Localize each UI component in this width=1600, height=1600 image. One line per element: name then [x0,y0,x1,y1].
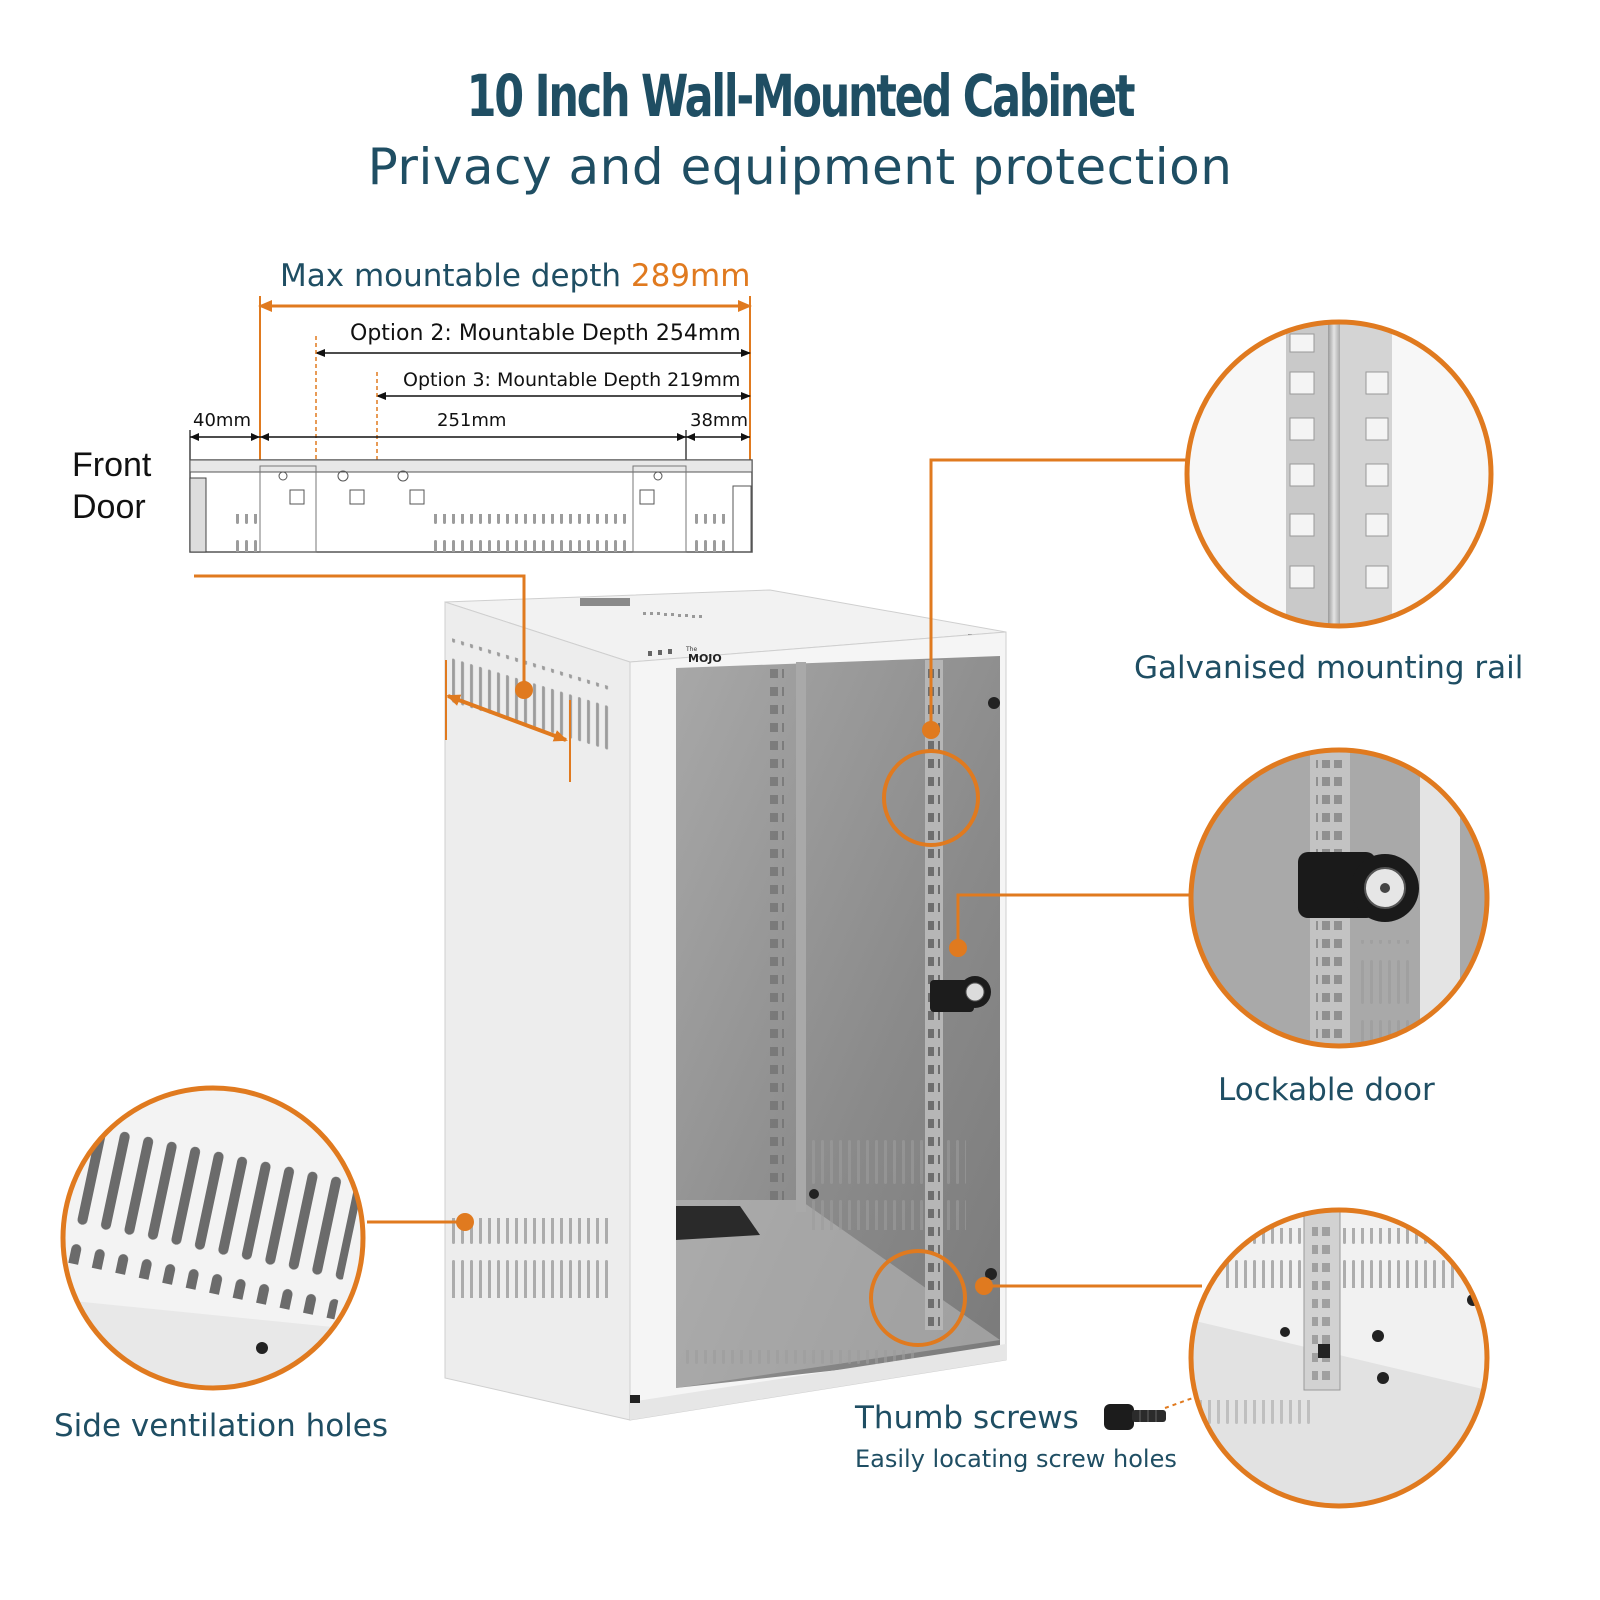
lock-label: Lockable door [1218,1072,1435,1108]
dim-right-label: 38mm [690,410,748,431]
brand-logo: MOJO [688,652,722,665]
max-depth-value: 289mm [630,258,751,294]
brand-top: The [685,646,697,653]
thumb-zoom-circle [1188,1207,1490,1509]
max-depth-prefix: Max mountable depth [280,258,631,294]
rail-highlight-ring [882,749,980,847]
rail-zoom-circle [1184,319,1494,629]
callout-lines [194,458,1316,1409]
cabinet: The MOJO [444,589,1007,1421]
front-door-label: Front Door [72,444,151,528]
page-subtitle: Privacy and equipment protection [367,138,1233,196]
option3-label: Option 3: Mountable Depth 219mm [403,369,741,391]
dim-mid-label: 251mm [437,410,507,431]
page-title: 10 Inch Wall-Mounted Cabinet [466,62,1136,130]
thumb-highlight-ring [869,1249,967,1347]
thumb-title-label: Thumb screws [855,1400,1079,1436]
dim-left-label: 40mm [193,410,251,431]
front-line1: Front [72,446,152,484]
dimension-diagram [189,296,753,553]
thumb-screw-icon [1104,1404,1166,1430]
thumb-sub-label: Easily locating screw holes [855,1445,1177,1473]
front-line2: Door [72,488,146,526]
max-depth-label: Max mountable depth 289mm [280,258,750,294]
rail-label: Galvanised mounting rail [1134,650,1524,686]
vent-label: Side ventilation holes [54,1408,389,1444]
lock-zoom-circle [1188,747,1490,1049]
option2-label: Option 2: Mountable Depth 254mm [350,321,741,346]
vent-zoom-circle [60,1085,366,1391]
callout-dots [456,681,993,1295]
